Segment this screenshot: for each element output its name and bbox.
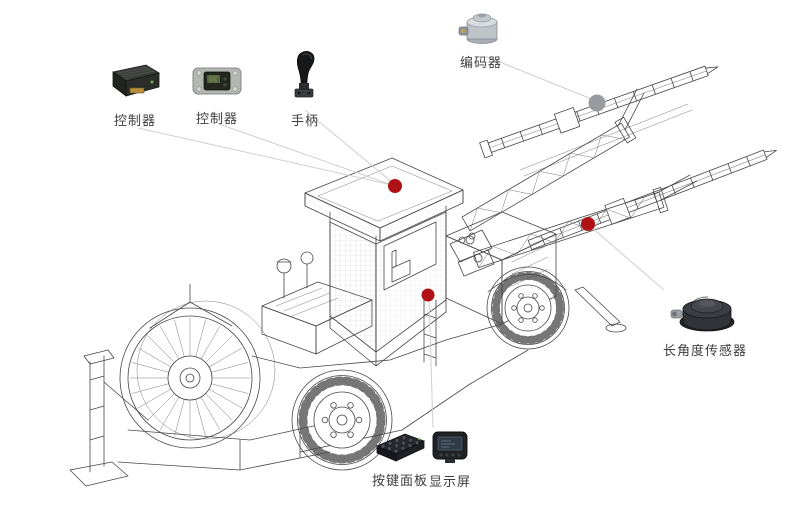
leader-line-angle-sensor (590, 226, 665, 291)
leader-line-controller-2 (218, 123, 393, 186)
marker-boom-red-dot (581, 217, 595, 231)
feed-rail-upper (479, 65, 719, 177)
controller-1-icon (112, 64, 161, 97)
handle-image (288, 48, 322, 104)
operator-cab (304, 157, 464, 367)
component-display: 显示屏 (429, 429, 471, 490)
encoder-image (458, 6, 504, 46)
marker-body-red-dot (421, 288, 435, 302)
controller-2-label: 控制器 (195, 112, 238, 127)
joystick-handle-icon (294, 51, 315, 98)
marker-cab-red-dot (388, 179, 402, 193)
keypad-label: 按键面板 (372, 474, 429, 489)
leader-line-handle (304, 109, 394, 184)
leader-line-controller-1 (137, 127, 393, 186)
handle-label: 手柄 (290, 114, 319, 129)
display-image (429, 429, 471, 465)
component-handle: 手柄 (288, 48, 322, 129)
rear-wheel (291, 369, 393, 471)
component-keypad: 按键面板 (372, 430, 428, 489)
cable-reel (119, 283, 276, 449)
angle-sensor-icon (670, 296, 735, 332)
component-controller-2: 控制器 (190, 58, 244, 127)
controller-2-image (190, 58, 244, 102)
encoder-label: 编码器 (459, 56, 502, 71)
controller-1-image (106, 60, 164, 104)
controller-2-icon (192, 67, 242, 95)
leader-line-keypad-display (428, 296, 434, 429)
component-controller-1: 控制器 (106, 60, 164, 129)
leader-line-encoder (484, 55, 595, 101)
boom-arm-upper (461, 88, 645, 232)
front-wheel (486, 266, 570, 350)
angle-sensor-label: 长角度传感器 (663, 344, 748, 359)
stabilizer-leg (574, 286, 627, 333)
rear-chassis (117, 424, 331, 471)
boom-mounts (449, 229, 495, 277)
controller-1-label: 控制器 (113, 114, 156, 129)
marker-encoder-gray-dot (588, 94, 606, 112)
display-label: 显示屏 (429, 475, 472, 490)
keypad-icon (375, 433, 426, 462)
component-encoder: 编码器 (458, 6, 504, 71)
feed-rail-lower (527, 149, 777, 251)
component-angle-sensor: 长角度传感器 (663, 280, 747, 359)
rear-outrigger (69, 349, 149, 487)
keypad-image (374, 430, 426, 464)
boom-arm-lower (473, 174, 698, 269)
display-screen-icon (432, 431, 468, 463)
angle-sensor-image (670, 280, 740, 334)
encoder-icon (458, 13, 498, 44)
